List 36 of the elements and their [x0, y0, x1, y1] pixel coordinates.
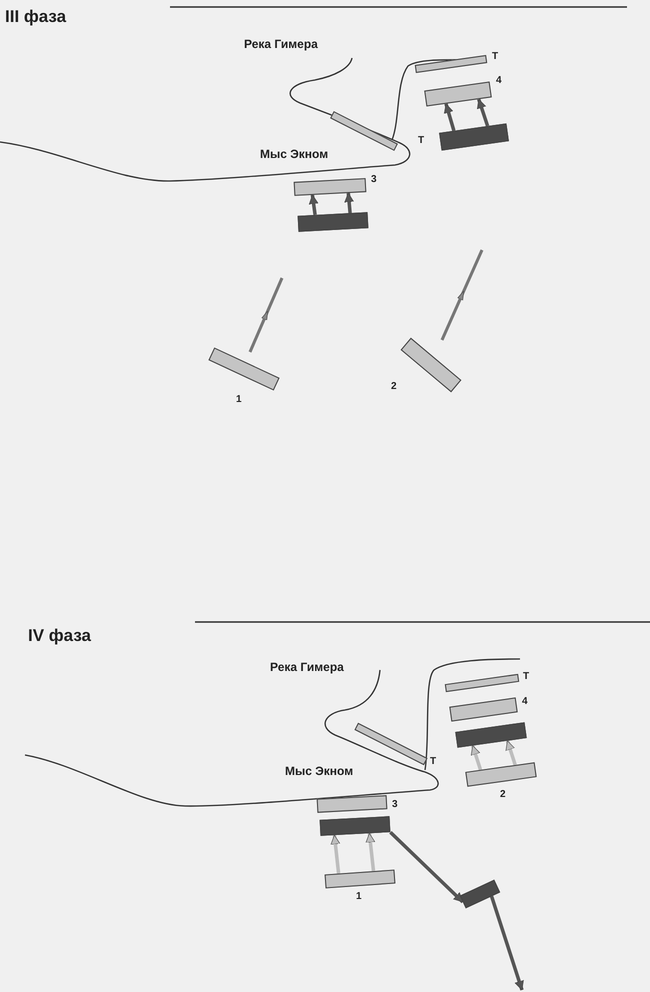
squadron-label: Т: [523, 672, 530, 682]
squadron-bar: [316, 795, 388, 813]
squadron-bar: [324, 870, 396, 888]
squadron-label: 1: [236, 395, 242, 405]
squadron-label: Т: [492, 52, 498, 62]
squadron-label: Т: [418, 136, 424, 146]
cape-label: Мыс Экном: [285, 765, 354, 777]
enemy-squadron-bar: [320, 816, 390, 836]
arrow: [330, 834, 340, 874]
arrow: [308, 194, 318, 216]
arrow: [389, 830, 464, 904]
squadron-bar: [449, 697, 518, 722]
squadron-label: Т: [430, 757, 436, 767]
phase-heading: IV фаза: [28, 627, 92, 644]
squadron-label: 3: [392, 800, 398, 810]
arrow: [444, 103, 456, 132]
squadron-label: 2: [391, 382, 397, 392]
squadron-label: 2: [500, 790, 506, 800]
squadron-label: 4: [496, 76, 502, 86]
arrow: [344, 192, 354, 214]
arrow: [366, 833, 376, 872]
squadron-label: 3: [371, 175, 377, 185]
arrow: [490, 896, 524, 991]
arrow: [506, 740, 517, 766]
arrow: [477, 98, 490, 127]
enemy-squadron-bar: [455, 722, 527, 748]
river-label: Река Гимера: [270, 661, 344, 673]
cape-label: Мыс Экном: [260, 148, 328, 160]
phase-heading: III фаза: [5, 8, 66, 25]
enemy-squadron-bar: [298, 212, 368, 232]
squadron-bar: [294, 178, 366, 196]
squadron-label: 1: [356, 892, 362, 902]
squadron-bar: [424, 81, 492, 107]
river-label: Река Гимера: [244, 38, 318, 50]
arrow: [470, 745, 482, 770]
squadron-label: 4: [522, 697, 528, 707]
